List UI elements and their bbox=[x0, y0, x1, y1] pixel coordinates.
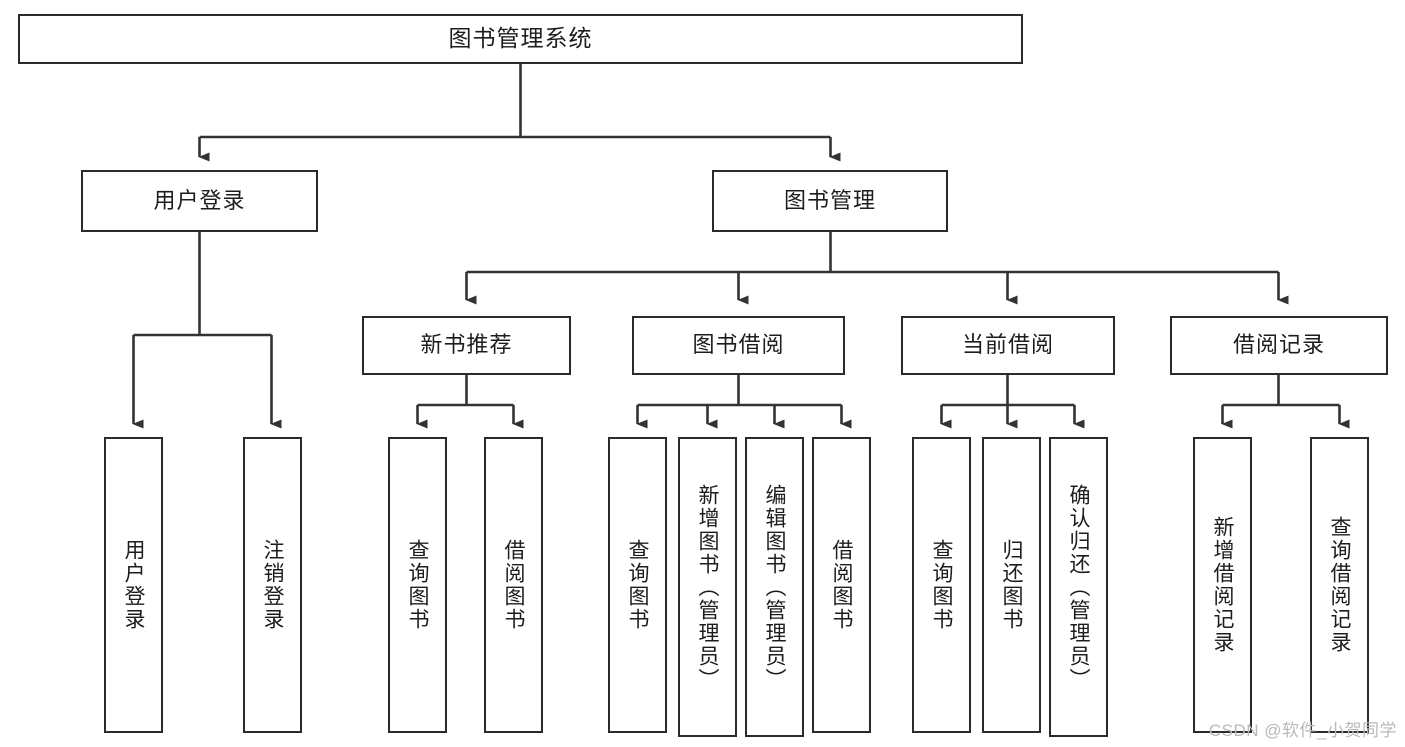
node-label: 借阅图书 bbox=[502, 539, 525, 631]
leaf-return-book[interactable]: 归还图书 bbox=[982, 437, 1041, 733]
node-label: 查询图书 bbox=[626, 539, 649, 631]
node-label: 借阅图书 bbox=[830, 539, 853, 631]
node-label: 新增借阅记录 bbox=[1211, 516, 1234, 654]
leaf-query-borrow-record[interactable]: 查询借阅记录 bbox=[1310, 437, 1369, 733]
node-label: 查询图书 bbox=[406, 539, 429, 631]
leaf-query-book-current[interactable]: 查询图书 bbox=[912, 437, 971, 733]
leaf-add-borrow-record[interactable]: 新增借阅记录 bbox=[1193, 437, 1252, 733]
leaf-query-book-recommend[interactable]: 查询图书 bbox=[388, 437, 447, 733]
leaf-edit-book-admin[interactable]: 编辑图书（管理员） bbox=[745, 437, 804, 737]
leaf-query-book-borrow[interactable]: 查询图书 bbox=[608, 437, 667, 733]
node-label: 图书管理系统 bbox=[448, 25, 593, 52]
node-label: 查询借阅记录 bbox=[1328, 516, 1351, 654]
node-root-system[interactable]: 图书管理系统 bbox=[18, 14, 1023, 64]
leaf-user-login[interactable]: 用户登录 bbox=[104, 437, 163, 733]
node-new-book-recommend[interactable]: 新书推荐 bbox=[362, 316, 571, 375]
node-current-borrow[interactable]: 当前借阅 bbox=[901, 316, 1115, 375]
node-label: 确认归还（管理员） bbox=[1067, 483, 1090, 691]
node-label: 查询图书 bbox=[930, 539, 953, 631]
node-label: 图书管理 bbox=[783, 187, 876, 213]
leaf-borrow-book[interactable]: 借阅图书 bbox=[812, 437, 871, 733]
node-label: 编辑图书（管理员） bbox=[763, 483, 786, 691]
node-label: 用户登录 bbox=[122, 539, 145, 631]
node-label: 新书推荐 bbox=[420, 332, 513, 358]
leaf-confirm-return-admin[interactable]: 确认归还（管理员） bbox=[1049, 437, 1108, 737]
node-label: 归还图书 bbox=[1000, 539, 1023, 631]
leaf-add-book-admin[interactable]: 新增图书（管理员） bbox=[678, 437, 737, 737]
leaf-borrow-book-recommend[interactable]: 借阅图书 bbox=[484, 437, 543, 733]
node-label: 注销登录 bbox=[261, 539, 284, 631]
leaf-logout[interactable]: 注销登录 bbox=[243, 437, 302, 733]
node-book-borrow[interactable]: 图书借阅 bbox=[632, 316, 845, 375]
node-label: 借阅记录 bbox=[1232, 332, 1325, 358]
watermark: CSDN @软件_小贺同学 bbox=[1208, 721, 1397, 740]
node-book-management[interactable]: 图书管理 bbox=[712, 170, 948, 232]
node-user-login[interactable]: 用户登录 bbox=[81, 170, 318, 232]
node-label: 新增图书（管理员） bbox=[696, 483, 719, 691]
node-label: 当前借阅 bbox=[961, 332, 1054, 358]
node-label: 图书借阅 bbox=[692, 332, 785, 358]
node-borrow-record[interactable]: 借阅记录 bbox=[1170, 316, 1388, 375]
node-label: 用户登录 bbox=[153, 187, 246, 213]
